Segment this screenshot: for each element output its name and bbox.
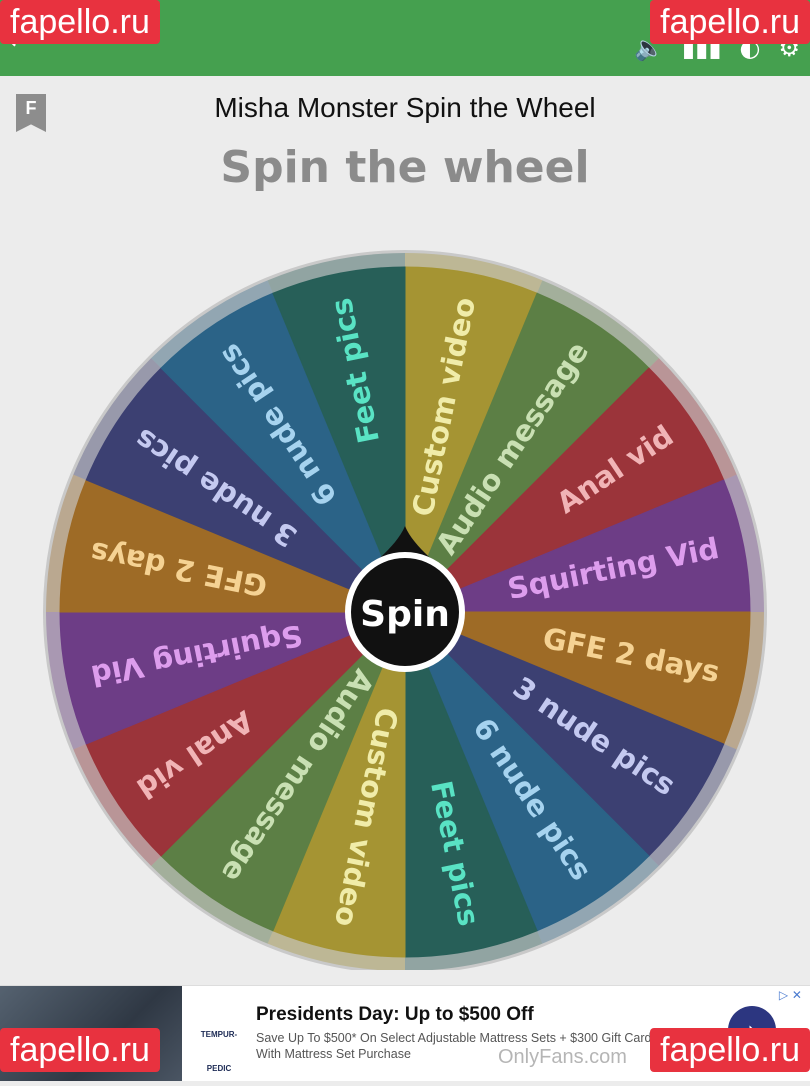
wheel-segment — [404, 611, 725, 857]
wheel-rim-segment — [267, 930, 405, 970]
wheel-rim-segment — [648, 358, 737, 480]
watermark-bottom-right: fapello.ru — [650, 1028, 810, 1072]
wheel-segment — [404, 611, 751, 745]
ad-text: Save Up To $500* On Select Adjustable Ma… — [256, 1031, 652, 1061]
wheel-segment — [272, 266, 406, 613]
wheel-rim-segment — [537, 280, 659, 369]
ad-choices-icon[interactable]: ▷ ✕ — [778, 988, 802, 1002]
wheel-rim-segment — [46, 612, 87, 750]
wheel-rim-segment — [73, 744, 162, 866]
watermark-top-right: fapello.ru — [650, 0, 810, 44]
ad-brand-logo: TEMPUR-PEDIC — [200, 1030, 238, 1073]
wheel-segment — [160, 611, 406, 932]
wheel-rim-segment — [723, 474, 764, 612]
watermark-top-left: fapello.ru — [0, 0, 160, 44]
wheel-rim-segment — [267, 253, 405, 294]
wheel-rim-segment — [648, 744, 737, 866]
watermark-bottom-left: fapello.ru — [0, 1028, 160, 1072]
wheel-rim-segment — [151, 280, 273, 369]
wheel-segment — [59, 611, 406, 745]
wheel-segment — [85, 367, 406, 613]
wheel-segment — [404, 611, 538, 958]
wheel-segment — [59, 479, 406, 613]
wheel-rim-segment — [405, 930, 543, 970]
bookmark-letter: F — [25, 98, 37, 118]
wheel-segment — [404, 367, 725, 613]
spin-button-label: Spin — [360, 594, 450, 635]
spin-button-center — [351, 558, 459, 666]
wheel-rim-segment — [537, 855, 659, 944]
wheel-segment — [404, 611, 650, 932]
wheel-segment — [404, 479, 751, 613]
wheel-rim-segment — [723, 612, 764, 750]
ad-title[interactable]: Presidents Day: Up to $500 Off — [256, 1004, 534, 1025]
wheel-segments — [46, 253, 764, 970]
wheel-rim-segment — [73, 358, 162, 480]
spin-button[interactable]: Spin — [345, 526, 465, 672]
wheel-segment — [404, 266, 538, 613]
wheel-segment — [272, 611, 406, 958]
page-title: Misha Monster Spin the Wheel — [214, 92, 596, 123]
wheel-heading: Spin the wheel — [220, 142, 590, 193]
wheel-segment — [160, 292, 406, 613]
wheel-rim-segment — [405, 253, 543, 294]
wheel-rim-segment — [46, 474, 87, 612]
wheel-rim-segment — [151, 855, 273, 944]
wheel-segment — [85, 611, 406, 857]
onlyfans-watermark: OnlyFans.com — [498, 1046, 627, 1068]
wheel-segment — [404, 292, 650, 613]
